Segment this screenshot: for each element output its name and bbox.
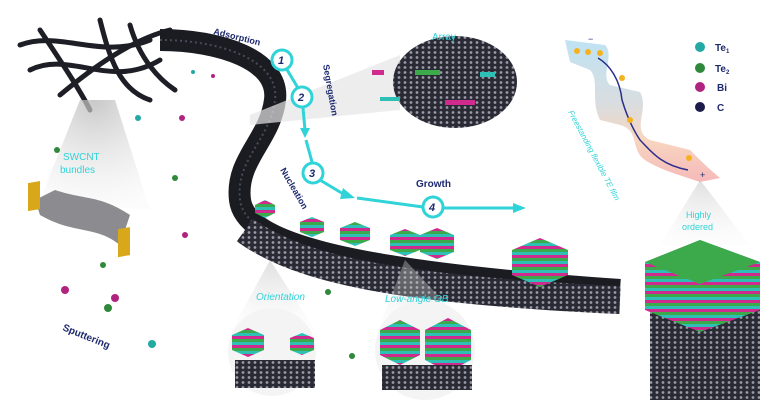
swcnt-label-line1: SWCNT bbox=[63, 152, 100, 163]
nanotube-bundle bbox=[236, 218, 621, 314]
sputtered-atoms bbox=[54, 70, 355, 359]
charge-carriers bbox=[574, 48, 692, 161]
arrowheads bbox=[300, 128, 526, 213]
device-icon bbox=[28, 180, 130, 258]
legend-bi: Bi bbox=[717, 83, 727, 94]
ordered-crystal bbox=[645, 240, 760, 400]
legend-te1: Te1 bbox=[715, 43, 730, 55]
te-film bbox=[565, 40, 720, 182]
step-1-number: 1 bbox=[278, 55, 284, 67]
step-arrows bbox=[284, 67, 515, 210]
step-2-number: 2 bbox=[297, 92, 304, 104]
low-angle-gb-label: Low-angle GB bbox=[385, 294, 449, 305]
highly-label: Highly bbox=[686, 210, 712, 220]
array-inset bbox=[393, 36, 517, 128]
swcnt-bundles bbox=[17, 17, 178, 113]
step-circles bbox=[270, 48, 445, 219]
plus-sign: + bbox=[700, 170, 705, 180]
minus-sign: − bbox=[588, 34, 593, 44]
legend: Te1 Te2 Bi C bbox=[695, 42, 730, 114]
step-4-label: Growth bbox=[416, 179, 451, 190]
sputtering-label: Sputtering bbox=[61, 323, 111, 352]
crystals bbox=[255, 200, 568, 287]
swcnt-label-line2: bundles bbox=[60, 165, 95, 176]
step-4-number: 4 bbox=[428, 202, 435, 214]
orientation-label: Orientation bbox=[256, 292, 305, 303]
legend-c: C bbox=[717, 103, 724, 114]
ordered-label: ordered bbox=[682, 222, 713, 232]
zoom-cone bbox=[40, 100, 150, 210]
step-3-number: 3 bbox=[309, 168, 315, 180]
array-label: Array bbox=[432, 32, 456, 43]
legend-te2: Te2 bbox=[715, 64, 730, 76]
